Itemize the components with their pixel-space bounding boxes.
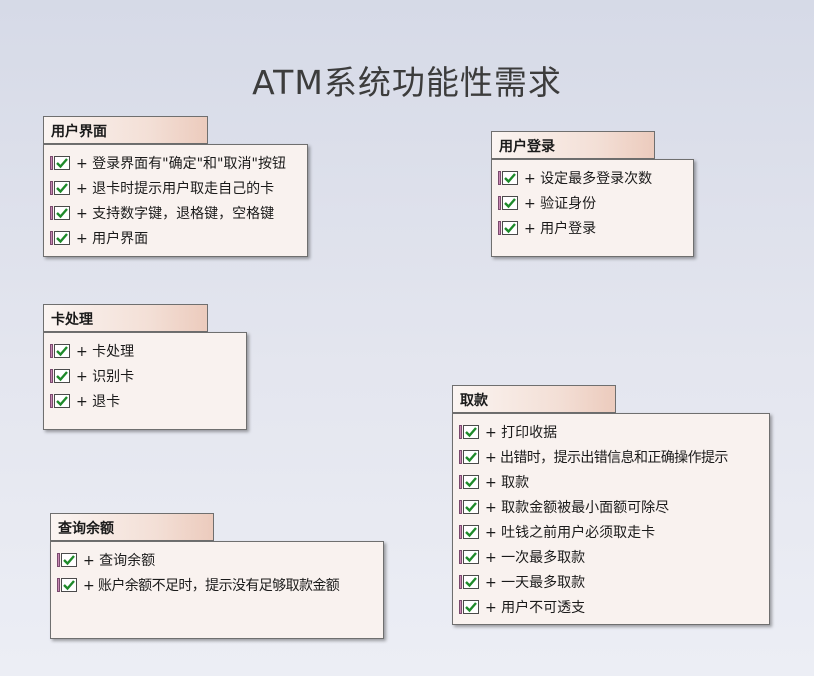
requirement-label: + 识别卡 (76, 368, 135, 385)
requirement-check-icon (57, 552, 77, 567)
requirement-item[interactable]: + 退卡时提示用户取走自己的卡 (44, 175, 307, 200)
requirement-item[interactable]: + 支持数字键，退格键，空格键 (44, 200, 307, 225)
requirement-item[interactable]: + 用户不可透支 (453, 594, 769, 619)
requirement-check-icon (50, 180, 70, 195)
package-body: + 查询余额 + 账户余额不足时，提示没有足够取款金额 (50, 541, 384, 639)
requirement-check-icon (50, 230, 70, 245)
package-body: + 登录界面有"确定"和"取消"按钮 + 退卡时提示用户取走自己的卡 + 支持数… (43, 144, 308, 257)
requirement-item[interactable]: + 一次最多取款 (453, 544, 769, 569)
requirement-check-icon (459, 449, 479, 464)
requirement-check-icon (50, 155, 70, 170)
requirement-label: + 验证身份 (524, 195, 597, 212)
requirement-item[interactable]: + 退卡 (44, 388, 246, 413)
requirement-label: + 用户登录 (524, 220, 597, 237)
requirement-label: + 取款金额被最小面额可除尽 (485, 499, 670, 516)
requirement-check-icon (459, 474, 479, 489)
requirement-label: + 退卡 (76, 393, 121, 410)
requirement-label: + 退卡时提示用户取走自己的卡 (76, 180, 275, 197)
requirement-label: + 一天最多取款 (485, 574, 586, 591)
package-body: + 卡处理 + 识别卡 + 退卡 (43, 332, 247, 430)
package-body: + 打印收据 + 出错时，提示出错信息和正确操作提示 + 取款 + 取款金额被最… (452, 413, 770, 625)
requirement-check-icon (498, 220, 518, 235)
requirement-label: + 账户余额不足时，提示没有足够取款金额 (83, 577, 340, 594)
requirement-check-icon (459, 549, 479, 564)
requirement-label: + 设定最多登录次数 (524, 170, 653, 187)
requirement-label: + 出错时，提示出错信息和正确操作提示 (485, 449, 728, 466)
requirement-item[interactable]: + 登录界面有"确定"和"取消"按钮 (44, 150, 307, 175)
requirement-item[interactable]: + 查询余额 (51, 547, 383, 572)
requirement-check-icon (459, 424, 479, 439)
requirement-item[interactable]: + 一天最多取款 (453, 569, 769, 594)
package-tab: 卡处理 (43, 304, 208, 332)
requirement-label: + 登录界面有"确定"和"取消"按钮 (76, 155, 286, 172)
requirement-item[interactable]: + 取款金额被最小面额可除尽 (453, 494, 769, 519)
requirement-item[interactable]: + 验证身份 (492, 190, 693, 215)
package-tab: 用户登录 (491, 131, 655, 159)
requirement-check-icon (50, 393, 70, 408)
requirement-check-icon (50, 205, 70, 220)
requirement-item[interactable]: + 打印收据 (453, 419, 769, 444)
requirement-label: + 打印收据 (485, 424, 558, 441)
requirement-item[interactable]: + 账户余额不足时，提示没有足够取款金额 (51, 572, 383, 597)
diagram-title: ATM系统功能性需求 (252, 63, 562, 102)
requirement-label: + 查询余额 (83, 552, 156, 569)
requirement-label: + 用户界面 (76, 230, 149, 247)
requirement-item[interactable]: + 出错时，提示出错信息和正确操作提示 (453, 444, 769, 469)
requirement-check-icon (459, 574, 479, 589)
requirement-item[interactable]: + 用户界面 (44, 225, 307, 250)
requirement-check-icon (459, 599, 479, 614)
requirement-item[interactable]: + 取款 (453, 469, 769, 494)
requirement-label: + 一次最多取款 (485, 549, 586, 566)
requirement-label: + 支持数字键，退格键，空格键 (76, 205, 275, 222)
requirement-label: + 取款 (485, 474, 530, 491)
requirement-check-icon (50, 368, 70, 383)
requirement-check-icon (50, 343, 70, 358)
requirement-label: + 用户不可透支 (485, 599, 586, 616)
requirement-item[interactable]: + 设定最多登录次数 (492, 165, 693, 190)
requirement-item[interactable]: + 卡处理 (44, 338, 246, 363)
package-tab: 取款 (452, 385, 616, 413)
requirement-item[interactable]: + 用户登录 (492, 215, 693, 240)
package-tab: 查询余额 (50, 513, 214, 541)
requirement-check-icon (57, 577, 77, 592)
requirement-check-icon (498, 170, 518, 185)
requirement-item[interactable]: + 吐钱之前用户必须取走卡 (453, 519, 769, 544)
requirement-check-icon (459, 499, 479, 514)
package-body: + 设定最多登录次数 + 验证身份 + 用户登录 (491, 159, 694, 257)
requirement-label: + 卡处理 (76, 343, 135, 360)
requirement-check-icon (459, 524, 479, 539)
requirement-item[interactable]: + 识别卡 (44, 363, 246, 388)
requirement-label: + 吐钱之前用户必须取走卡 (485, 524, 656, 541)
package-tab: 用户界面 (43, 116, 208, 144)
requirement-check-icon (498, 195, 518, 210)
